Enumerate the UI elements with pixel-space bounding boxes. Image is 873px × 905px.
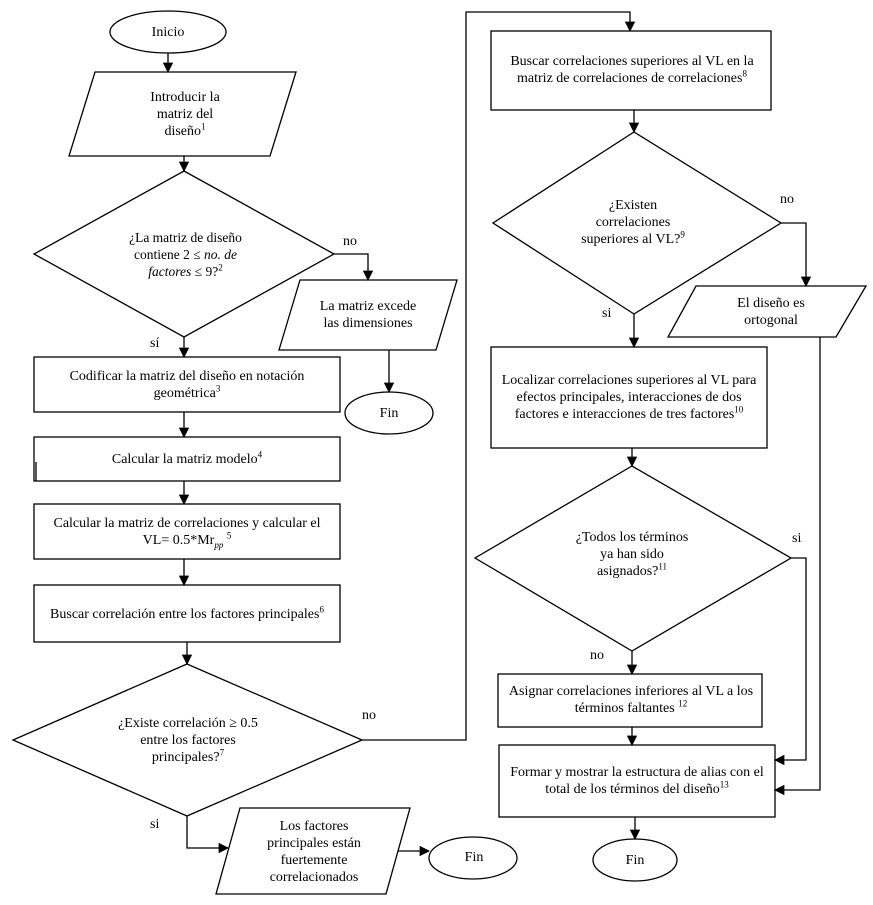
correlation-matrix-label: Calcular la matriz de correlaciones y ca… <box>53 516 321 550</box>
encode-matrix-label: Codificar la matriz del diseño en notaci… <box>69 369 305 401</box>
edge-label-exists-yes: si <box>150 817 160 832</box>
input-design-matrix-label: Introducir la matriz del diseño1 <box>150 89 220 139</box>
edge-label-assigned-no: no <box>590 648 604 663</box>
correlation-exists-decision-label: ¿Existe correlación ≥ 0.5 entre los fact… <box>118 715 258 765</box>
alias-structure-shape <box>498 744 776 818</box>
edge-label-assigned-yes: si <box>792 531 802 546</box>
correlation-matrix-shape <box>33 503 341 560</box>
main-factors-search-shape <box>33 584 341 643</box>
edge-label-dimension-yes: sí <box>150 336 160 351</box>
search-superior-correlations-label: Buscar correlaciones superiores al VL en… <box>510 54 754 86</box>
assign-inferior-correlations-shape <box>497 673 763 728</box>
model-matrix-label: Calcular la matriz modelo4 <box>111 448 263 467</box>
input-design-matrix-shape <box>68 71 297 157</box>
strongly-correlated-label: Los factores principales están fuertemen… <box>267 819 361 885</box>
edge-label-exists-no: no <box>362 708 376 723</box>
strongly-correlated-shape <box>215 807 411 895</box>
end-terminal-2-shape <box>428 836 518 880</box>
arrow-exists-no <box>362 11 636 741</box>
dimension-decision-label: ¿La matriz de diseño contiene 2 ≤ no. de… <box>129 229 242 279</box>
edge-label-superior-yes: si <box>602 306 612 321</box>
locate-correlations-shape <box>490 346 768 449</box>
exceeds-dimensions-label: La matriz excede las dimensiones <box>319 299 417 331</box>
end-2-label: Fin <box>464 849 484 865</box>
assign-inferior-correlations-label: Asignar correlaciones inferiores al VL a… <box>508 684 754 716</box>
alias-structure-label: Formar y mostrar la estructura de alias … <box>510 765 764 797</box>
end-1-label: Fin <box>379 405 399 421</box>
superior-correlations-decision-label: ¿Existen correlaciones superiores al VL?… <box>581 197 685 247</box>
encode-matrix-shape <box>33 356 341 413</box>
terms-assigned-decision-label: ¿Todos los términos ya han sido asignado… <box>575 529 689 579</box>
end-3-label: Fin <box>625 852 645 868</box>
search-superior-correlations-shape <box>490 30 772 111</box>
arrow-orthogonal-to-alias <box>773 337 821 796</box>
arrow-decision-no <box>334 253 374 282</box>
arrow-superior-no <box>781 222 812 288</box>
arrow-assigned-yes <box>773 557 807 766</box>
locate-correlations-label: Localizar correlaciones superiores al VL… <box>501 372 757 422</box>
start-label: Inicio <box>151 24 185 40</box>
exceeds-dimensions-shape <box>278 279 458 351</box>
main-factors-search-label: Buscar correlación entre los factores pr… <box>50 603 324 622</box>
model-matrix-shape <box>33 436 341 482</box>
arrow-exists-yes <box>186 816 230 854</box>
edge-label-dimension-no: no <box>343 234 357 249</box>
orthogonal-design-label: El diseño es ortogonal <box>737 296 805 328</box>
edge-label-superior-no: no <box>780 192 794 207</box>
